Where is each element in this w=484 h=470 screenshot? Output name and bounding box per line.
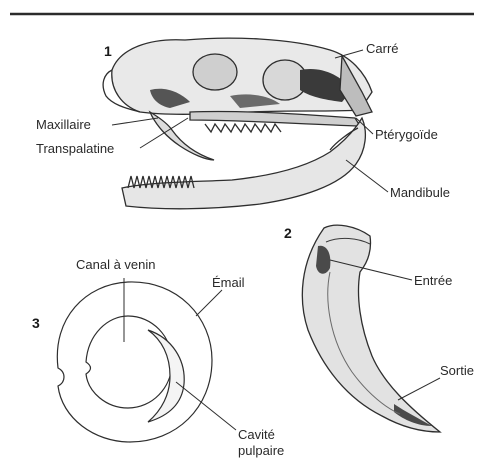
label-cavite: Cavité bbox=[238, 428, 275, 441]
label-transpalatine: Transpalatine bbox=[36, 142, 114, 155]
label-pterygoide: Ptérygoïde bbox=[375, 128, 438, 141]
venom-fang-drawing bbox=[302, 225, 440, 432]
label-canal-a-venin: Canal à venin bbox=[76, 258, 156, 271]
label-sortie: Sortie bbox=[440, 364, 474, 377]
label-carre: Carré bbox=[366, 42, 399, 55]
panel-number-1: 1 bbox=[104, 44, 112, 58]
panel-number-2: 2 bbox=[284, 226, 292, 240]
section-leader-lines bbox=[124, 278, 236, 430]
label-entree: Entrée bbox=[414, 274, 452, 287]
fang-cross-section-drawing bbox=[57, 282, 212, 442]
label-maxillaire: Maxillaire bbox=[36, 118, 91, 131]
label-email: Émail bbox=[212, 276, 245, 289]
label-mandibule: Mandibule bbox=[390, 186, 450, 199]
panel-number-3: 3 bbox=[32, 316, 40, 330]
label-pulpaire: pulpaire bbox=[238, 444, 284, 457]
snake-skull-drawing bbox=[103, 38, 372, 209]
